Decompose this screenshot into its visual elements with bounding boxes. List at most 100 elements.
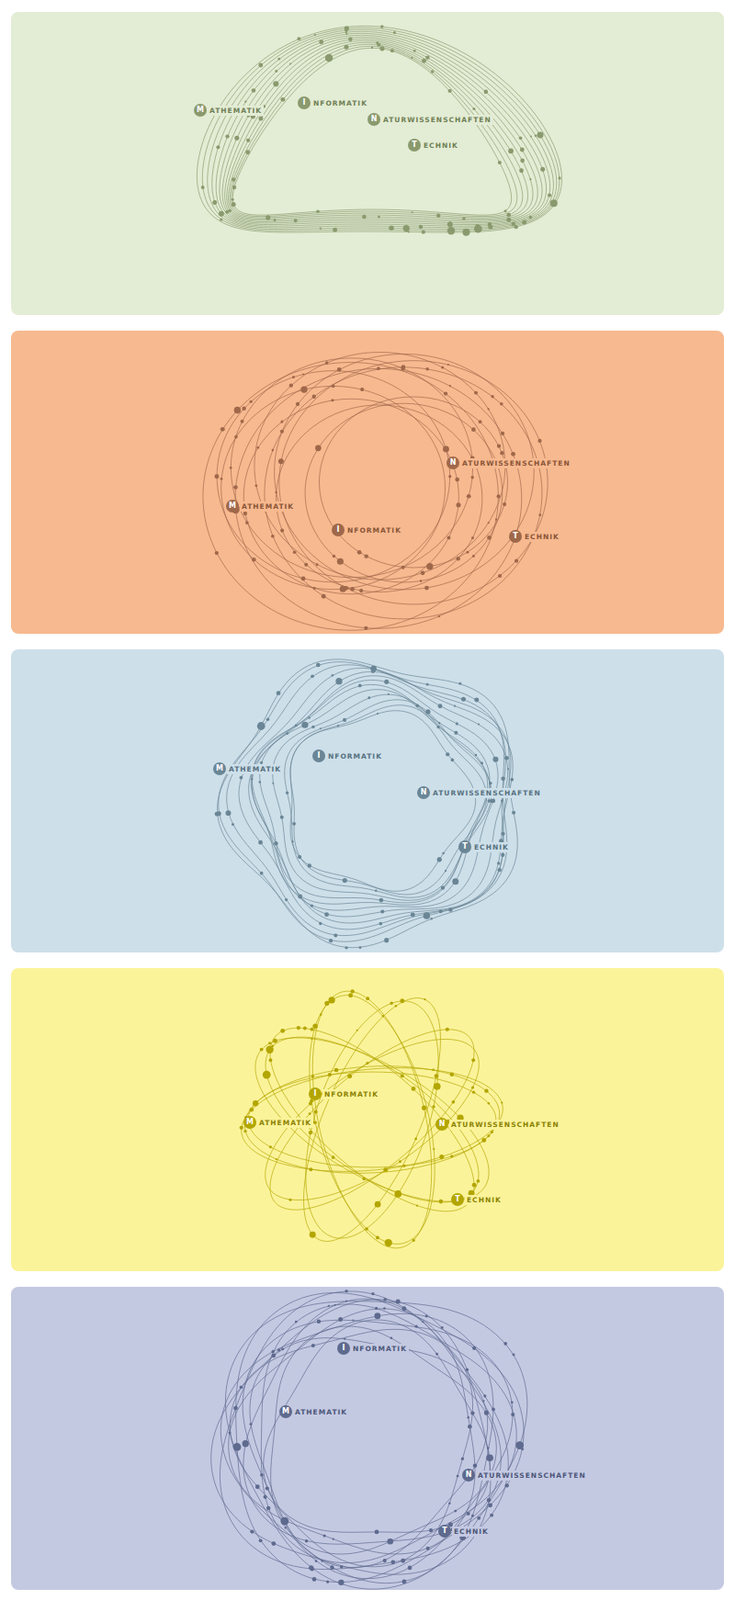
orbit-dot (438, 722, 441, 724)
orbit-dot (411, 1086, 417, 1092)
orbit-dot (384, 679, 389, 685)
orbit-dot (470, 475, 474, 479)
badge-letter: I (331, 523, 345, 537)
orbit-dot (311, 1344, 316, 1348)
orbit-dot (393, 31, 396, 34)
orbit-dot (472, 1091, 475, 1095)
orbit-dot (448, 1502, 451, 1504)
orbit-dot (401, 364, 407, 370)
orbit-dot (266, 717, 270, 721)
orbit-line (221, 385, 446, 589)
orbit-dot (365, 996, 370, 1001)
subject-badge: INFORMATIK (308, 1087, 381, 1101)
orbit-dot (271, 1350, 274, 1354)
orbit-dot (289, 62, 292, 65)
orbit-dot (292, 375, 295, 379)
orbit-dot (280, 815, 284, 820)
orbit-dot (332, 554, 337, 559)
orbit-dot (316, 209, 320, 214)
orbit-dot (434, 1074, 440, 1079)
orbit-dot (520, 147, 525, 153)
orbit-dot (510, 1401, 514, 1404)
orbit-dot (212, 200, 217, 205)
orbit-dot (275, 1158, 278, 1161)
orbit-dot (496, 494, 500, 498)
orbit-dot (510, 778, 514, 781)
subject-badge: MATHEMATIK (193, 103, 264, 117)
orbit-dot (329, 1565, 334, 1570)
badge-letter: I (312, 749, 326, 763)
orbit-line (212, 31, 555, 228)
orbit-dot (445, 752, 450, 757)
badge-letter: M (213, 762, 227, 776)
orbit-dot (201, 185, 205, 190)
subject-badge: NATURWISSENSCHAFTEN (435, 1118, 562, 1131)
orbit-dot (214, 474, 219, 479)
subject-badge: INFORMATIK (331, 523, 404, 537)
orbit-dot (241, 406, 246, 410)
orbit-dot (514, 225, 519, 229)
orbit-dot (497, 160, 502, 165)
orbit-dot (384, 1239, 393, 1247)
subject-name: ECHNIK (472, 842, 511, 853)
orbit-dot (308, 1565, 314, 1571)
orbit-dot (429, 1528, 433, 1533)
orbit-dot (495, 519, 498, 521)
orbit-dot (377, 215, 381, 219)
subject-name: NFORMATIK (311, 98, 370, 109)
subject-badge: MATHEMATIK (279, 1405, 350, 1419)
orbit-dot (258, 116, 263, 122)
orbit-line (225, 38, 539, 222)
orbit-dot (519, 135, 523, 140)
subject-name: ATURWISSENSCHAFTEN (449, 1119, 562, 1131)
subject-name: ECHNIK (464, 1195, 504, 1206)
subject-name: ATHEMATIK (226, 764, 283, 775)
orbit-dot (497, 861, 500, 865)
orbit-dot (500, 431, 505, 436)
orbit-dot (314, 33, 317, 36)
orbit-dot (472, 1346, 476, 1351)
orbit-dot (271, 1045, 275, 1049)
color-panel (11, 330, 724, 634)
orbit-dot (244, 101, 247, 103)
orbit-dot (504, 756, 509, 761)
orbit-dot (231, 823, 235, 826)
orbit-dot (444, 870, 447, 872)
orbit-dot (229, 466, 233, 470)
orbit-dot (441, 852, 445, 856)
orbit-dot (437, 857, 442, 862)
subject-name: ATURWISSENSCHAFTEN (475, 1470, 588, 1482)
orbit-dot (321, 594, 327, 600)
orbit-dot (497, 868, 502, 872)
orbit-line (238, 667, 511, 929)
orbit-dot (504, 209, 508, 213)
subject-name: ECHNIK (522, 531, 562, 543)
orbit-dot (401, 565, 406, 570)
orbit-dot (359, 588, 363, 593)
orbit-dot (233, 485, 238, 490)
orbit-dot (465, 551, 469, 555)
badge-letter: T (458, 840, 472, 854)
orbit-dot (342, 718, 347, 723)
orbit-dot (333, 934, 338, 939)
subject-badge: INFORMATIK (312, 749, 385, 763)
orbit-dot (266, 1506, 271, 1511)
orbit-dot (304, 563, 308, 567)
orbit-dot (484, 1088, 488, 1093)
orbit-dot (431, 1105, 435, 1109)
orbit-dot (503, 1342, 508, 1346)
subject-badge: TECHNIK (438, 1525, 491, 1538)
orbit-dot (515, 1441, 524, 1450)
orbit-dot (274, 69, 278, 73)
orbit-dot (243, 511, 248, 516)
orbit-line (274, 353, 535, 589)
orbit-dot (297, 855, 302, 860)
orbit-dot (374, 890, 377, 893)
orbit-dot (508, 147, 514, 154)
orbit-dot (383, 1559, 387, 1563)
subject-badge: INFORMATIK (297, 96, 370, 110)
orbit-dot (443, 391, 448, 396)
orbit-dot (497, 574, 502, 578)
orbit-dot (512, 1353, 516, 1357)
subject-badge: MATHEMATIK (226, 499, 296, 513)
